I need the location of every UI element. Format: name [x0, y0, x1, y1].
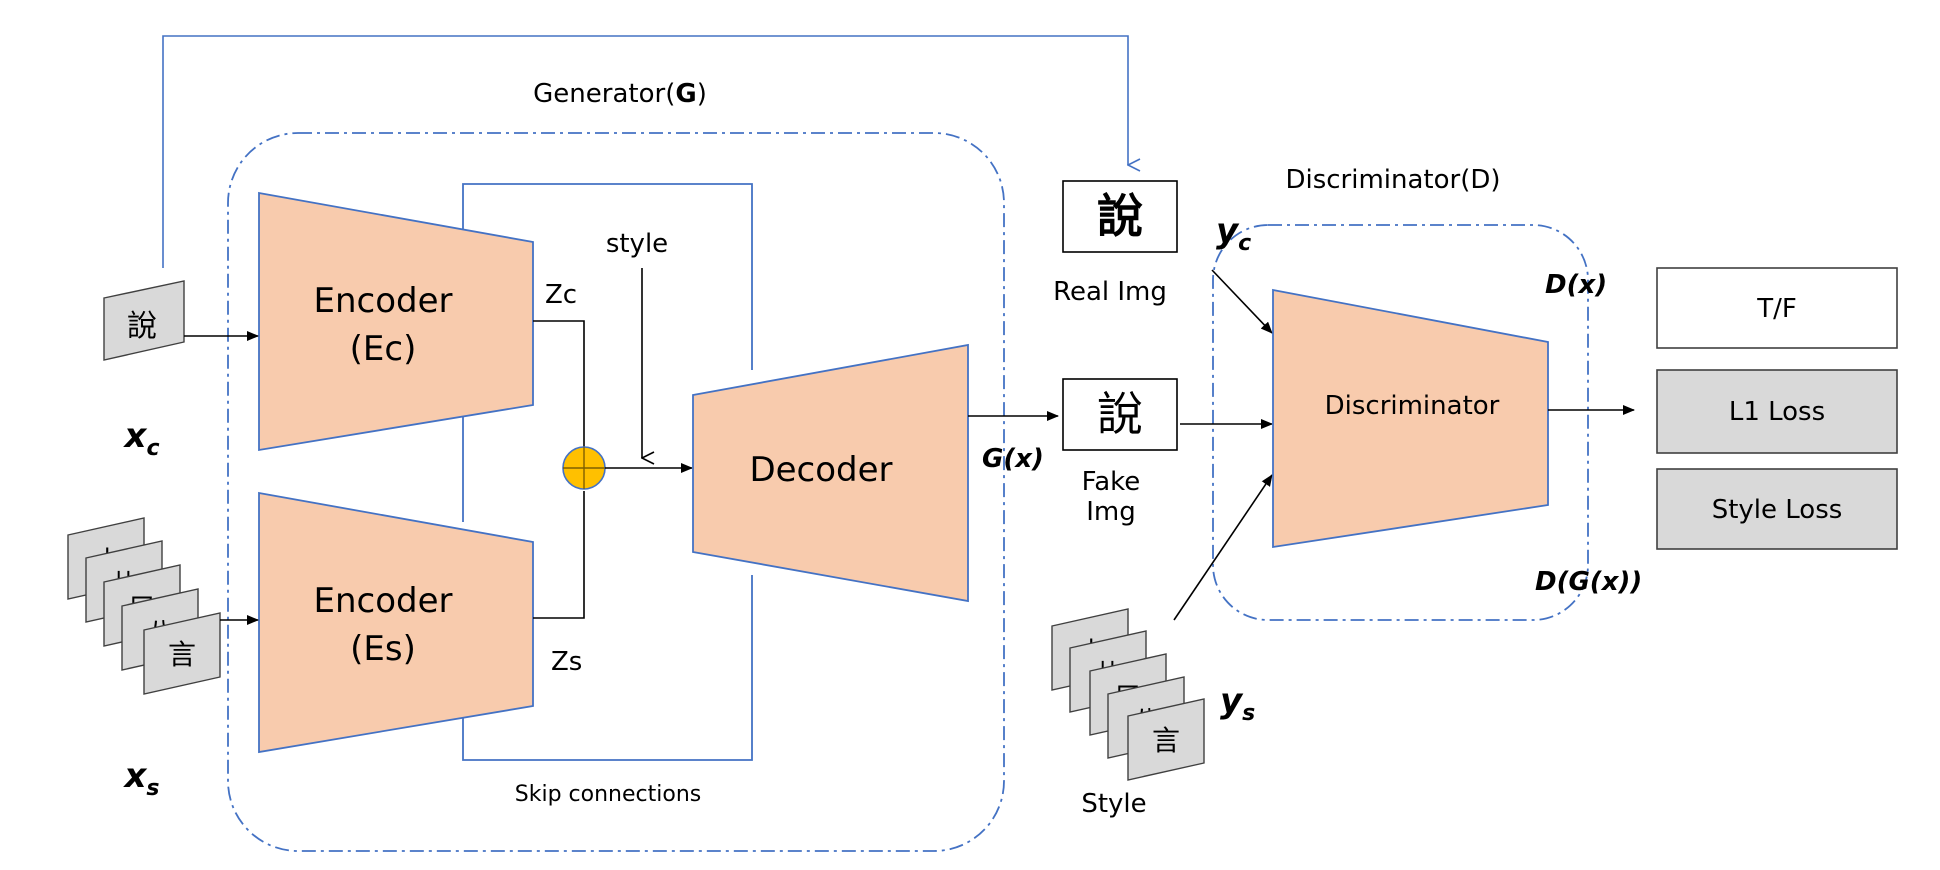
- style-target-stack: 丿 儿 口 八 言: [1051, 608, 1205, 781]
- real-image-feed-line: [162, 35, 1128, 268]
- real-to-discriminator-arrow: [1211, 269, 1273, 334]
- tf-label: T/F: [1756, 294, 1797, 324]
- sum-node-icon: [562, 446, 606, 490]
- ys-label: ys: [1220, 681, 1255, 726]
- real-image-box: [1062, 180, 1178, 253]
- decoder-label: Decoder: [749, 450, 892, 490]
- content-input-card: 說: [103, 280, 185, 361]
- generator-boundary: [227, 132, 1005, 852]
- style-loss-label: Style Loss: [1712, 495, 1843, 525]
- fake-image-box: [1062, 378, 1178, 451]
- fake-image-sublabel: Img: [1086, 497, 1136, 527]
- generator-title: Generator(G): [533, 79, 707, 109]
- encoder-es-sublabel: (Es): [350, 629, 416, 669]
- skip-connections-label: Skip connections: [515, 782, 701, 807]
- xc-label: xc: [123, 416, 160, 461]
- dgx-label: D(G(x)): [1535, 567, 1642, 597]
- yc-label: yc: [1216, 211, 1251, 256]
- xs-label: xs: [122, 756, 159, 801]
- fake-image-label: Fake: [1082, 467, 1141, 497]
- skip-connection-bottom: [462, 575, 753, 761]
- style-to-discriminator-arrow: [1173, 474, 1273, 621]
- zs-connector: [533, 491, 585, 619]
- discriminator-title: Discriminator(D): [1285, 165, 1500, 195]
- zs-label: Zs: [551, 647, 582, 677]
- encoder-ec-sublabel: (Ec): [350, 329, 417, 369]
- encoder-ec: [258, 191, 534, 452]
- discriminator-label: Discriminator: [1325, 391, 1500, 421]
- zc-connector: [533, 320, 585, 447]
- decoder: [692, 343, 969, 603]
- style-label: style: [606, 229, 668, 259]
- gx-label: G(x): [982, 444, 1044, 474]
- zc-label: Zc: [545, 280, 577, 310]
- svg-text:說: 說: [127, 309, 157, 344]
- tf-box: [1656, 267, 1898, 349]
- real-image-glyph: 說: [1097, 189, 1143, 243]
- discriminator: [1272, 288, 1549, 549]
- encoder-es: [258, 491, 534, 754]
- style-input-stack: 丿 儿 口 八 言: [67, 517, 221, 695]
- svg-text:言: 言: [1152, 724, 1180, 757]
- l1-loss-label: L1 Loss: [1729, 397, 1825, 427]
- fake-image-glyph: 說: [1097, 387, 1143, 441]
- real-image-label: Real Img: [1053, 277, 1167, 307]
- encoder-es-label: Encoder: [313, 581, 452, 621]
- svg-text:言: 言: [168, 638, 196, 671]
- encoder-ec-label: Encoder: [313, 281, 452, 321]
- dx-label: D(x): [1545, 270, 1607, 300]
- style-loss-box: [1656, 468, 1898, 550]
- skip-connection-top: [462, 183, 753, 370]
- discriminator-boundary: [1212, 224, 1589, 621]
- style-stack-label: Style: [1081, 789, 1146, 819]
- l1-loss-box: [1656, 369, 1898, 454]
